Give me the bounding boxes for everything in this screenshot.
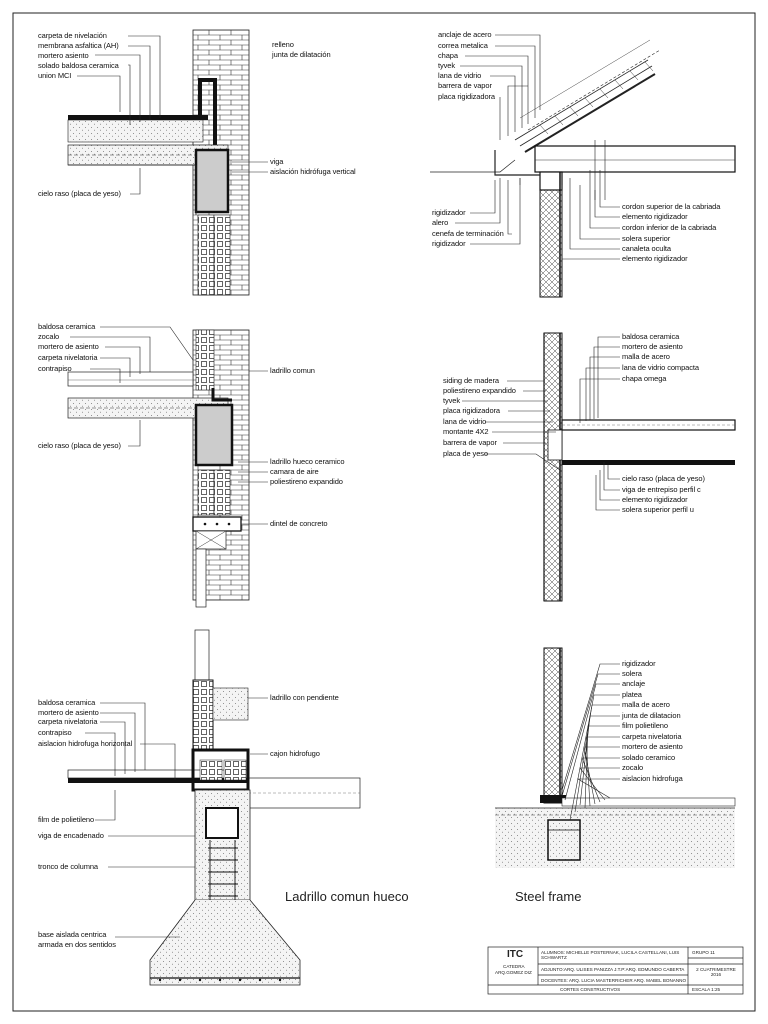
label-cenefa: cenefa de terminación: [432, 229, 504, 238]
label-solado-ceramico: solado ceramico: [622, 753, 676, 762]
label-ladrillo-pendiente: ladrillo con pendiente: [270, 693, 339, 702]
label-film-polietileno: film de polietileno: [38, 815, 95, 824]
label-relleno: relleno: [272, 40, 294, 49]
label-malla-acero: malla de acero: [622, 700, 670, 709]
label-placa-rigidizadora: placa rigidizadora: [443, 406, 500, 415]
label-ladrillo-hueco: ladrillo hueco ceramico: [270, 457, 345, 466]
label-anclaje: anclaje: [622, 679, 646, 688]
label-mortero-asiento: mortero de asiento: [622, 742, 683, 751]
title-block-scale: ESCALA 1:25: [692, 987, 721, 992]
label-cajon-hidrofugo: cajon hidrofugo: [270, 749, 320, 758]
label-elemento-rigidizador-1: elemento rigidizador: [622, 212, 688, 221]
label-dintel: dintel de concreto: [270, 519, 328, 528]
label-contrapiso: contrapiso: [38, 364, 72, 373]
label-rigidizador-2: rigidizador: [432, 239, 466, 248]
label-elemento-rigidizador-2: elemento rigidizador: [622, 254, 688, 263]
title-block-term: 2 CUATRIMESTRE 2016: [696, 967, 736, 977]
label-placa-rigidizadora: placa rigidizadora: [438, 92, 495, 101]
label-baldosa-ceramica: baldosa ceramica: [38, 322, 96, 331]
label-elemento-rigidizador: elemento rigidizador: [622, 495, 688, 504]
label-tyvek: tyvek: [438, 61, 456, 70]
label-mortero-asiento: mortero de asiento: [622, 342, 683, 351]
label-ladrillo-comun: ladrillo comun: [270, 366, 315, 375]
label-siding-madera: siding de madera: [443, 376, 499, 385]
caption-steel-frame: Steel frame: [515, 889, 582, 904]
label-poliestireno: poliestireno expandido: [270, 477, 343, 486]
label-barrera-vapor: barrera de vapor: [438, 81, 492, 90]
label-viga: viga: [270, 157, 284, 166]
label-mortero-asiento: mortero de asiento: [38, 708, 99, 717]
label-poliestireno: poliestireno expandido: [443, 386, 516, 395]
title-block-adjuntos: ADJUNTO:ARQ. ULISES PANIZZA J.T.P:ARQ. E…: [541, 967, 685, 972]
label-viga-entrepiso: viga de entrepiso perfil c: [622, 485, 701, 494]
label-correa-metalica: correa metalica: [438, 41, 488, 50]
label-viga-encadenado: viga de encadenado: [38, 831, 104, 840]
label-baldosa-ceramica: baldosa ceramica: [38, 698, 96, 707]
label-tronco-columna: tronco de columna: [38, 862, 99, 871]
label-mortero-asiento: mortero de asiento: [38, 342, 99, 351]
label-carpeta-nivelacion: carpeta de nivelación: [38, 31, 107, 40]
label-zocalo: zocalo: [622, 763, 644, 772]
title-block-professor: ARQ.GOMEZ DIZ: [495, 970, 532, 975]
label-rigidizador: rigidizador: [622, 659, 656, 668]
label-solado-baldosa: solado baldosa ceramica: [38, 61, 119, 70]
label-platea: platea: [622, 690, 642, 699]
label-camara-aire: camara de aire: [270, 467, 319, 476]
label-junta-dilatacion: junta de dilatacion: [622, 711, 681, 720]
detail-2-drawing: [430, 34, 736, 298]
label-contrapiso: contrapiso: [38, 728, 72, 737]
label-solera: solera: [622, 669, 642, 678]
title-block-docentes: DOCENTES: ARQ. LUCIA MASTERRICHER ARQ. M…: [541, 978, 687, 983]
label-carpeta-nivelatoria: carpeta nivelatoria: [38, 717, 98, 726]
label-rigidizador-1: rigidizador: [432, 208, 466, 217]
label-cordon-superior: cordon superior de la cabriada: [622, 202, 721, 211]
detail-1-drawing: [67, 29, 268, 296]
label-barrera-vapor: barrera de vapor: [443, 438, 497, 447]
label-aislacion-horizontal: aislacion hidrofuga horizontal: [38, 739, 133, 748]
label-chapa-omega: chapa omega: [622, 374, 667, 383]
label-base-aislada: base aislada centrica: [38, 930, 107, 939]
label-armada-sentidos: armada en dos sentidos: [38, 940, 116, 949]
label-malla-acero: malla de acero: [622, 352, 670, 361]
label-junta-dilatacion: junta de dilatación: [272, 50, 331, 59]
label-solera-superior: solera superior: [622, 234, 671, 243]
label-union-mci: union MCI: [38, 71, 72, 80]
detail-4-drawing: [462, 332, 736, 602]
label-carpeta-nivelatoria: carpeta nivelatoria: [38, 353, 98, 362]
title-block-sheet-title: CORTES CONSTRUCTIVOS: [560, 987, 621, 992]
label-membrana-asfaltica: membrana asfaltica (AH): [38, 41, 119, 50]
title-block-grupo: GRUPO 11: [692, 950, 715, 955]
label-film-polietileno: film polietileno: [622, 721, 668, 730]
title-block-catedra: CATEDRA: [503, 964, 525, 969]
label-cordon-inferior: cordon inferior de la cabriada: [622, 223, 717, 232]
detail-5-drawing: [67, 629, 361, 986]
title-block-frame: [487, 946, 744, 995]
label-montante: montante 4X2: [443, 427, 489, 436]
label-cielo-raso: cielo raso (placa de yeso): [622, 474, 705, 483]
label-carpeta-nivelatoria: carpeta nivelatoria: [622, 732, 682, 741]
label-aislacion-hidrofuga: aislacion hidrofuga: [622, 774, 683, 783]
title-block-alumnos: ALUMNOS: MICHELLE POSTERNAK, LUCILA CAST…: [541, 950, 680, 960]
label-zocalo: zocalo: [38, 332, 60, 341]
label-placa-yeso: placa de yeso: [443, 449, 488, 458]
label-lana-vidrio: lana de vidrio: [443, 417, 487, 426]
detail-3-drawing: [67, 326, 268, 608]
label-cielo-raso: cielo raso (placa de yeso): [38, 441, 121, 450]
label-anclaje-acero: anclaje de acero: [438, 30, 492, 39]
label-tyvek: tyvek: [443, 396, 461, 405]
label-cielo-raso: cielo raso (placa de yeso): [38, 189, 121, 198]
label-alero: alero: [432, 218, 449, 227]
label-solera-superior: solera superior perfil u: [622, 505, 694, 514]
label-baldosa-ceramica: baldosa ceramica: [622, 332, 680, 341]
label-lana-vidrio: lana de vidrio: [438, 71, 482, 80]
label-aislacion-vertical: aislación hidrófuga vertical: [270, 167, 356, 176]
label-lana-vidrio-compacta: lana de vidrio compacta: [622, 363, 699, 372]
label-canaleta-oculta: canaleta oculta: [622, 244, 671, 253]
caption-ladrillo: Ladrillo comun hueco: [285, 889, 409, 904]
label-chapa: chapa: [438, 51, 458, 60]
label-mortero-asiento: mortero asiento: [38, 51, 89, 60]
title-block-logo: ITC: [507, 949, 524, 960]
detail-6-drawing: [495, 647, 736, 868]
